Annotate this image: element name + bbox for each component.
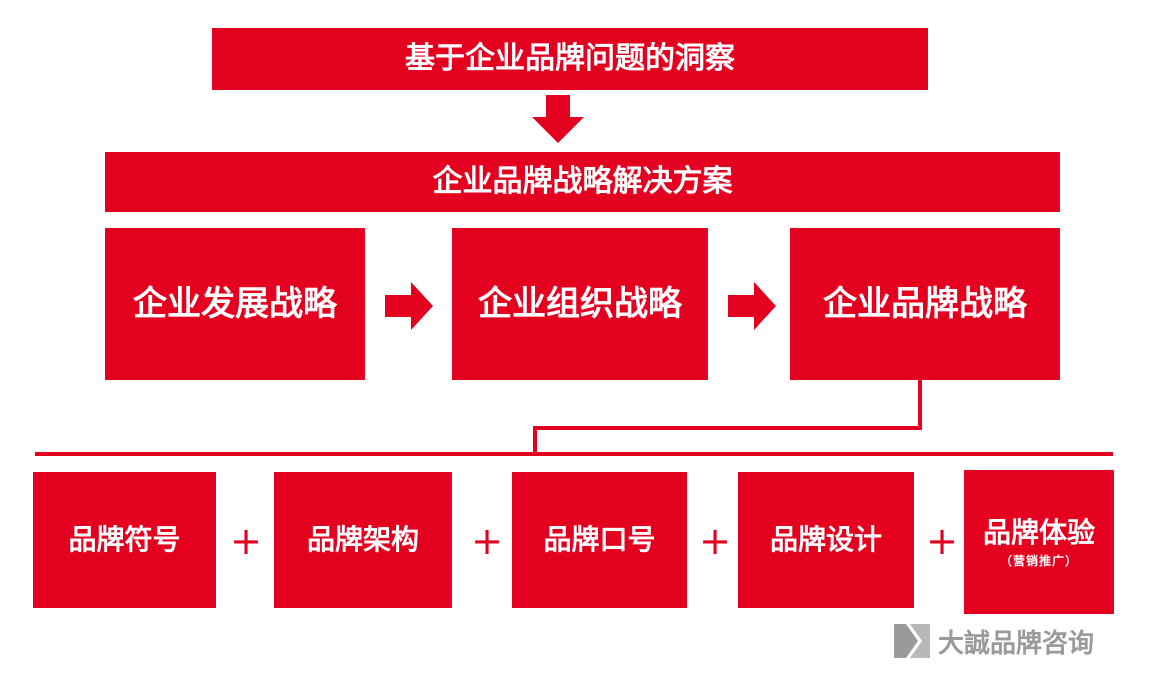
solution-bar: 企业品牌战略解决方案 bbox=[105, 152, 1060, 212]
connector-vertical-brand bbox=[918, 380, 922, 430]
right-arrow-icon bbox=[385, 282, 433, 330]
strategy-label: 企业组织战略 bbox=[478, 283, 682, 324]
watermark-text: 大誠品牌咨询 bbox=[938, 628, 1095, 659]
plus-sign: + bbox=[471, 519, 503, 563]
component-sublabel: （营销推广） bbox=[999, 553, 1078, 568]
brand-logo-icon bbox=[894, 624, 930, 658]
connector-vertical-mid bbox=[533, 426, 537, 454]
component-label: 品牌符号 bbox=[68, 523, 181, 557]
strategy-brand: 企业品牌战略 bbox=[790, 228, 1060, 380]
component-label: 品牌设计 bbox=[769, 523, 882, 557]
connector-horizontal-base bbox=[35, 452, 1113, 456]
top-banner: 基于企业品牌问题的洞察 bbox=[212, 28, 928, 90]
strategy-organization: 企业组织战略 bbox=[452, 228, 708, 380]
component-brand-slogan: 品牌口号 bbox=[512, 472, 687, 608]
component-brand-architecture: 品牌架构 bbox=[274, 472, 452, 608]
plus-sign: + bbox=[230, 519, 262, 563]
component-stack: 品牌体验 （营销推广） bbox=[983, 516, 1095, 568]
connector-horizontal-mid bbox=[533, 426, 922, 430]
top-banner-label: 基于企业品牌问题的洞察 bbox=[405, 41, 735, 76]
strategy-label: 企业发展战略 bbox=[133, 283, 337, 324]
down-arrow-icon bbox=[532, 95, 584, 143]
solution-bar-label: 企业品牌战略解决方案 bbox=[432, 164, 733, 199]
watermark: 大誠品牌咨询 bbox=[892, 622, 1094, 660]
component-label: 品牌架构 bbox=[306, 523, 419, 557]
component-brand-symbol: 品牌符号 bbox=[33, 472, 216, 608]
component-label: 品牌口号 bbox=[543, 523, 656, 557]
plus-sign: + bbox=[699, 519, 731, 563]
plus-sign: + bbox=[926, 519, 958, 563]
component-brand-design: 品牌设计 bbox=[738, 472, 914, 608]
strategy-development: 企业发展战略 bbox=[105, 228, 365, 380]
component-brand-experience: 品牌体验 （营销推广） bbox=[964, 470, 1114, 614]
strategy-label: 企业品牌战略 bbox=[823, 283, 1027, 324]
right-arrow-icon bbox=[728, 282, 776, 330]
component-label: 品牌体验 bbox=[982, 516, 1095, 549]
